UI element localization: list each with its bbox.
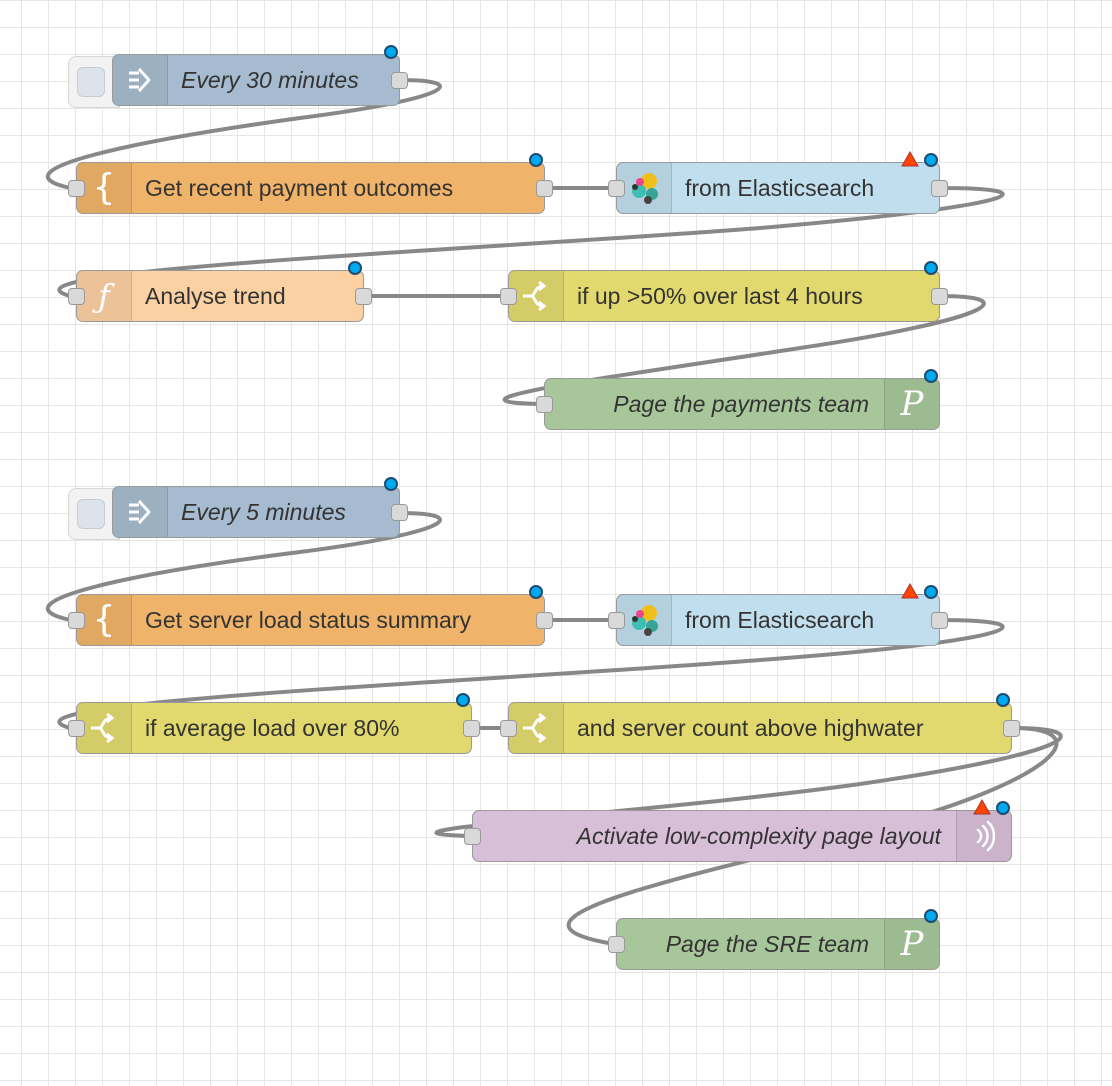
- pagerduty-icon: P: [884, 919, 939, 969]
- template-node-get-recent-payment-outcomes[interactable]: { Get recent payment outcomes: [68, 153, 553, 214]
- node-label: and server count above highwater: [577, 714, 924, 741]
- switch-node-if-up-50-percent[interactable]: if up >50% over last 4 hours: [500, 261, 948, 322]
- node-label: Page the payments team: [613, 390, 869, 417]
- brace-icon: {: [77, 163, 132, 213]
- node-label: Get recent payment outcomes: [145, 174, 454, 201]
- changed-indicator: [529, 585, 543, 599]
- changed-indicator: [924, 261, 938, 275]
- inject-trigger-button[interactable]: [68, 56, 120, 108]
- output-port[interactable]: [391, 71, 408, 89]
- arrow-in-icon: [113, 55, 168, 105]
- input-port[interactable]: [68, 719, 85, 737]
- changed-indicator: [924, 909, 938, 923]
- input-port[interactable]: [536, 395, 553, 413]
- changed-indicator: [996, 801, 1010, 815]
- switch-icon: [77, 703, 132, 753]
- input-port[interactable]: [500, 719, 517, 737]
- node-label: Get server load status summary: [145, 606, 471, 633]
- input-port[interactable]: [500, 287, 517, 305]
- arrow-in-icon: [113, 487, 168, 537]
- warning-icon: [901, 151, 919, 167]
- changed-indicator: [924, 153, 938, 167]
- elasticsearch-node-payments[interactable]: from Elasticsearch: [608, 151, 948, 214]
- wire: [45, 78, 442, 190]
- output-port[interactable]: [463, 719, 480, 737]
- warning-icon: [973, 799, 991, 815]
- output-port[interactable]: [931, 287, 948, 305]
- output-port[interactable]: [536, 611, 553, 629]
- broadcast-icon: [956, 811, 1011, 861]
- output-port[interactable]: [355, 287, 372, 305]
- pagerduty-node-sre-team[interactable]: P Page the SRE team: [608, 909, 940, 970]
- template-node-get-server-load-status[interactable]: { Get server load status summary: [68, 585, 553, 646]
- wire: [45, 511, 442, 622]
- input-port[interactable]: [608, 611, 625, 629]
- switch-icon: [509, 703, 564, 753]
- output-port[interactable]: [536, 179, 553, 197]
- wire: [502, 294, 986, 406]
- node-label: Every 5 minutes: [181, 498, 346, 525]
- changed-indicator: [384, 477, 398, 491]
- node-label: from Elasticsearch: [685, 174, 875, 201]
- brace-icon: {: [77, 595, 132, 645]
- node-label: Every 30 minutes: [181, 66, 359, 93]
- input-port[interactable]: [464, 827, 481, 845]
- node-label: from Elasticsearch: [685, 606, 875, 633]
- changed-indicator: [924, 585, 938, 599]
- pagerduty-icon: P: [884, 379, 939, 429]
- inject-trigger-square: [77, 67, 105, 97]
- input-port[interactable]: [608, 179, 625, 197]
- switch-node-server-count-above-highwater[interactable]: and server count above highwater: [500, 693, 1020, 754]
- input-port[interactable]: [68, 611, 85, 629]
- input-port[interactable]: [68, 287, 85, 305]
- input-port[interactable]: [68, 179, 85, 197]
- inject-trigger-square: [77, 499, 105, 529]
- output-port[interactable]: [931, 179, 948, 197]
- changed-indicator: [924, 369, 938, 383]
- broadcast-node-low-complexity-layout[interactable]: Activate low-complexity page layout: [464, 799, 1012, 862]
- node-label: Analyse trend: [145, 282, 286, 309]
- warning-icon: [901, 583, 919, 599]
- elasticsearch-icon: [617, 163, 672, 213]
- switch-node-average-load-over-80[interactable]: if average load over 80%: [68, 693, 480, 754]
- pagerduty-node-payments-team[interactable]: P Page the payments team: [536, 369, 940, 430]
- switch-icon: [509, 271, 564, 321]
- node-label: Activate low-complexity page layout: [576, 822, 941, 849]
- function-icon: ƒ: [77, 271, 132, 321]
- changed-indicator: [384, 45, 398, 59]
- output-port[interactable]: [1003, 719, 1020, 737]
- output-port[interactable]: [391, 503, 408, 521]
- inject-trigger-button[interactable]: [68, 488, 120, 540]
- changed-indicator: [348, 261, 362, 275]
- changed-indicator: [529, 153, 543, 167]
- node-label: Page the SRE team: [665, 930, 869, 957]
- node-label: if up >50% over last 4 hours: [577, 282, 863, 309]
- changed-indicator: [996, 693, 1010, 707]
- output-port[interactable]: [931, 611, 948, 629]
- node-label: if average load over 80%: [145, 714, 400, 741]
- inject-node-every-30-minutes[interactable]: Every 30 minutes: [112, 45, 408, 106]
- inject-node-every-5-minutes[interactable]: Every 5 minutes: [112, 477, 408, 538]
- wire: [434, 726, 1063, 838]
- elasticsearch-node-server-load[interactable]: from Elasticsearch: [608, 583, 948, 646]
- changed-indicator: [456, 693, 470, 707]
- input-port[interactable]: [608, 935, 625, 953]
- elasticsearch-icon: [617, 595, 672, 645]
- function-node-analyse-trend[interactable]: ƒ Analyse trend: [68, 261, 372, 322]
